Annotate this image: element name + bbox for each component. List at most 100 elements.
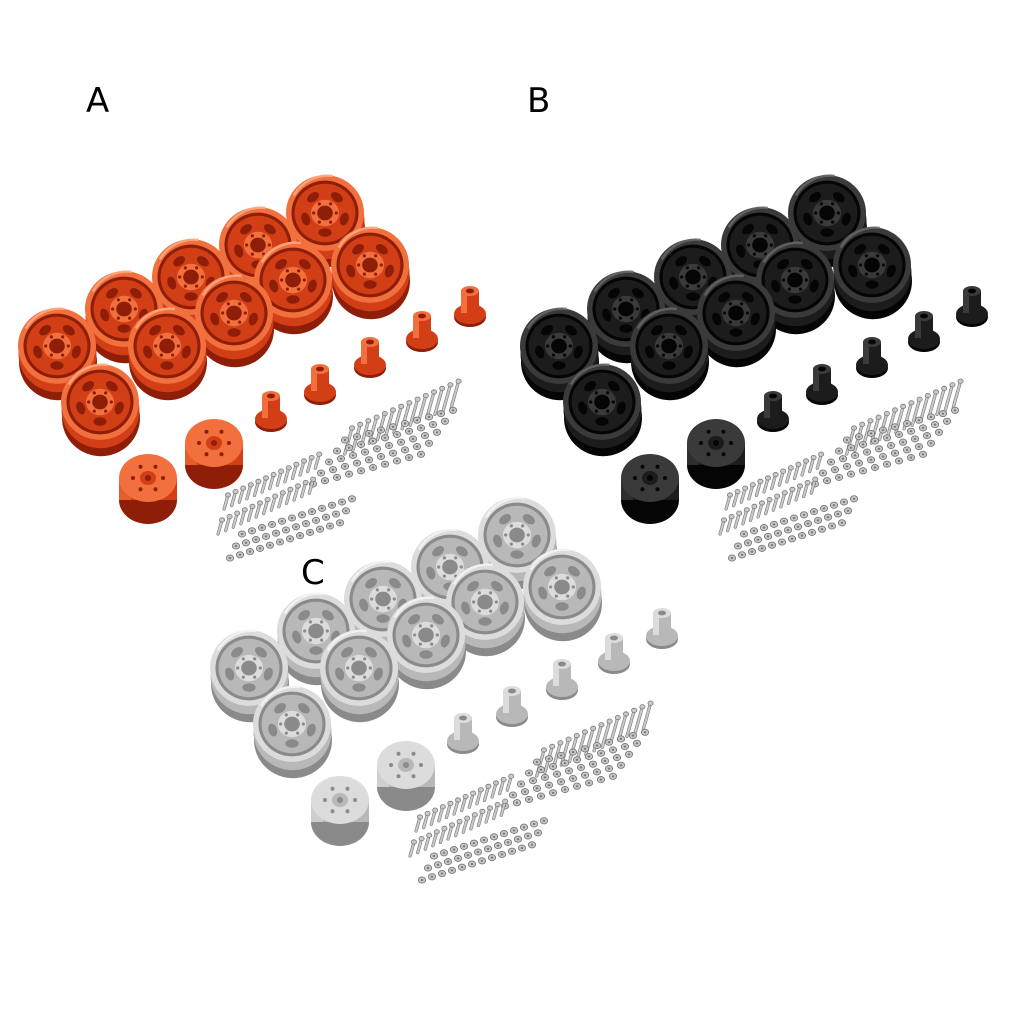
nut: [564, 767, 574, 775]
nut: [429, 852, 439, 860]
nut: [616, 761, 626, 769]
screw: [298, 458, 307, 477]
hex-hub: [354, 337, 386, 378]
nut: [799, 511, 809, 519]
nut: [894, 430, 904, 439]
nut: [548, 789, 558, 797]
nut: [524, 769, 534, 777]
nut: [477, 857, 487, 865]
screw: [277, 490, 286, 509]
nut: [818, 469, 828, 477]
screw: [469, 812, 478, 831]
nut: [368, 437, 378, 445]
screw: [452, 797, 461, 816]
nut: [404, 427, 414, 435]
nut: [560, 785, 570, 794]
nut: [926, 439, 936, 447]
screw: [283, 465, 292, 484]
nut: [344, 470, 354, 478]
nut: [850, 451, 860, 459]
nut: [427, 873, 437, 881]
nut: [769, 520, 779, 528]
screw: [732, 488, 741, 508]
nut: [479, 836, 489, 844]
nut: [809, 508, 819, 516]
nut: [231, 542, 241, 550]
nut: [457, 863, 467, 871]
nut: [934, 428, 944, 436]
nut: [424, 413, 434, 421]
nut: [332, 447, 342, 455]
nut: [743, 539, 753, 547]
nut: [277, 517, 287, 525]
screw: [943, 382, 956, 413]
wheel-rim: [756, 241, 835, 335]
screw: [476, 808, 486, 827]
nut: [759, 524, 769, 532]
hex-hub: [908, 311, 940, 352]
screw: [576, 729, 588, 760]
nut: [829, 501, 839, 509]
nut: [930, 421, 940, 429]
screw: [792, 461, 802, 480]
hex-hub: [757, 391, 789, 432]
wheel-drum: [185, 419, 243, 489]
nut: [368, 463, 378, 472]
nut: [826, 458, 836, 466]
screw: [771, 493, 781, 512]
screw: [268, 471, 277, 491]
nut: [783, 526, 793, 534]
nut: [858, 440, 868, 448]
nut: [440, 417, 450, 425]
screw: [741, 507, 750, 526]
nut: [257, 524, 267, 532]
nut: [843, 507, 853, 515]
set-label-b: B: [527, 81, 551, 121]
nut: [878, 426, 888, 434]
wheel-rim: [563, 363, 642, 457]
nut: [372, 445, 382, 453]
nut: [823, 513, 833, 521]
nut: [576, 763, 586, 772]
nut: [632, 739, 642, 747]
screw: [484, 805, 493, 824]
wheel-drum: [119, 454, 177, 524]
nut: [376, 426, 386, 434]
nut: [747, 548, 757, 556]
screw: [748, 503, 758, 523]
nut: [938, 410, 948, 418]
nut: [524, 795, 534, 803]
nut: [447, 866, 457, 874]
nut: [347, 495, 357, 503]
nut: [544, 755, 554, 763]
nut: [580, 771, 590, 779]
wheel-rim: [523, 548, 602, 642]
nut: [453, 854, 463, 862]
nut: [918, 424, 928, 432]
screw: [446, 822, 455, 841]
nut: [424, 439, 434, 447]
nut: [285, 535, 295, 543]
hex-hub: [255, 391, 287, 432]
nut: [297, 511, 307, 519]
wheel-rim: [520, 307, 599, 401]
screw: [454, 818, 463, 838]
nut: [822, 477, 832, 485]
wheel-rim: [254, 241, 333, 335]
nut: [842, 436, 852, 444]
nut: [898, 438, 908, 446]
screw: [460, 793, 469, 813]
wheel-rim: [128, 307, 207, 401]
screw: [231, 510, 241, 529]
screw: [733, 510, 743, 529]
nut: [763, 532, 773, 540]
screw: [808, 454, 817, 474]
screw: [237, 485, 247, 504]
nut: [261, 532, 271, 540]
nut: [536, 792, 546, 800]
wheel-rim: [630, 307, 709, 401]
nut: [749, 527, 759, 535]
nut: [388, 423, 398, 431]
hardware-kit: [718, 378, 964, 562]
